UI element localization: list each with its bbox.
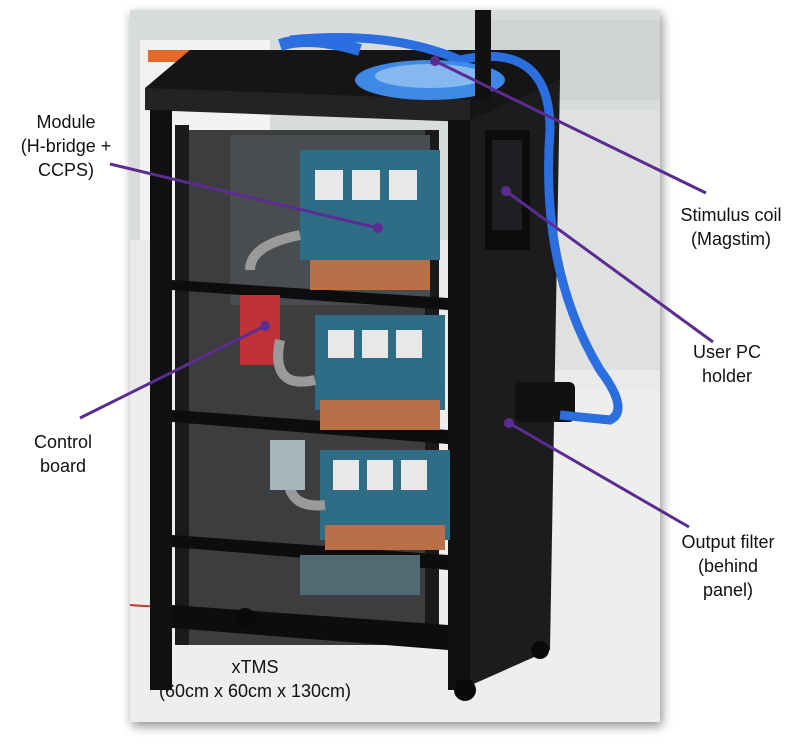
- label-user-pc-holder: User PC holder: [672, 340, 782, 388]
- leader-pc: [505, 189, 714, 344]
- leader-coil: [434, 59, 707, 195]
- label-control-line2: board: [39, 456, 87, 476]
- dot-coil: [430, 56, 440, 66]
- label-stimulus-coil: Stimulus coil (Magstim): [666, 203, 796, 251]
- label-device-size: xTMS (60cm x 60cm x 130cm): [140, 655, 370, 703]
- label-device-name: xTMS: [231, 657, 279, 677]
- label-output-filter: Output filter (behind panel): [662, 530, 794, 602]
- label-control-line1: Control: [33, 432, 93, 452]
- label-pc-line2: holder: [701, 366, 753, 386]
- label-module-line1: Module: [36, 112, 96, 132]
- label-control-board: Control board: [6, 430, 120, 478]
- label-module: Module (H-bridge + CCPS): [12, 110, 120, 182]
- label-filter-line1: Output filter: [681, 532, 775, 552]
- label-pc-line1: User PC: [692, 342, 761, 362]
- label-coil-line2: (Magstim): [691, 229, 771, 249]
- dot-module: [373, 223, 383, 233]
- leader-control: [79, 324, 266, 420]
- leader-filter: [508, 421, 690, 529]
- dot-control: [260, 321, 270, 331]
- leader-module: [109, 162, 379, 230]
- label-filter-line3: panel): [702, 580, 754, 600]
- dot-filter: [504, 418, 514, 428]
- dot-pc: [501, 186, 511, 196]
- label-coil-line1: Stimulus coil: [680, 205, 782, 225]
- label-module-line2: (H-bridge +: [20, 136, 112, 156]
- label-device-dimensions: (60cm x 60cm x 130cm): [158, 681, 352, 701]
- label-module-line3: CCPS): [37, 160, 94, 180]
- label-filter-line2: (behind: [697, 556, 759, 576]
